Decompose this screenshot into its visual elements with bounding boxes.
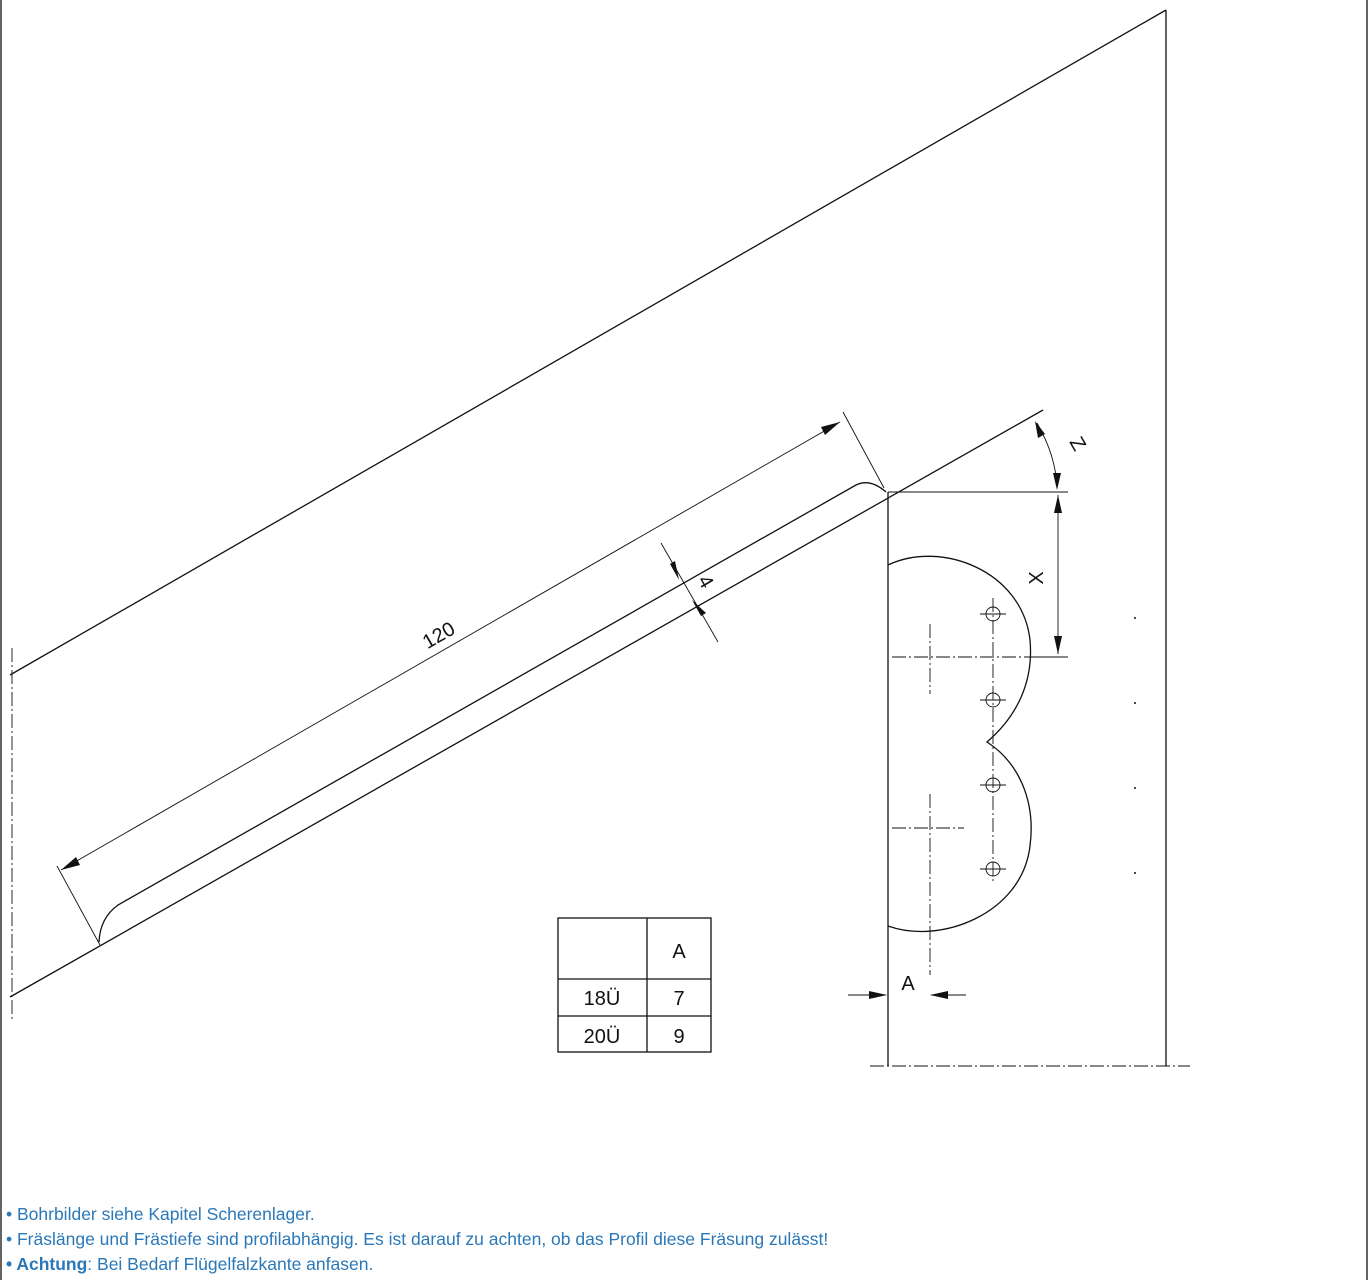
reference-dots (1134, 617, 1136, 874)
center-lines (11, 598, 1190, 1067)
dimension-a-label: A (901, 973, 915, 995)
drill-hole-1 (980, 606, 1006, 622)
milling-slot (98, 482, 887, 943)
drill-hole-3 (980, 777, 1006, 793)
dimension-angle-z-label: Z (1065, 433, 1090, 455)
dimension-depth-label: 4 (693, 572, 718, 593)
sash-outline (9, 9, 1167, 1066)
table-header-a: A (672, 941, 686, 963)
dimension-table: A 18Ü 7 20Ü 9 (557, 917, 712, 1053)
note-item: • Achtung: Bei Bedarf Flügelfalzkante an… (6, 1254, 374, 1274)
drill-hole-4 (980, 861, 1006, 877)
hinge-outline (887, 555, 1032, 933)
dimension-x-label: X (1026, 571, 1048, 584)
drill-holes (980, 606, 1006, 877)
table-row-label: 18Ü (584, 988, 621, 1010)
table-row-label: 20Ü (584, 1026, 621, 1048)
notes-list: • Bohrbilder siehe Kapitel Scherenlager.… (6, 1202, 828, 1277)
dimension-length: 120 (56, 411, 885, 946)
dimension-depth: 4 (660, 542, 719, 643)
drill-hole-2 (980, 692, 1006, 708)
note-emphasis: • Achtung (6, 1254, 88, 1274)
note-item: • Fräslänge und Frästiefe sind profilabh… (6, 1229, 829, 1249)
table-row-value: 7 (673, 988, 684, 1010)
table-row-value: 9 (673, 1026, 684, 1048)
dimension-length-label: 120 (419, 618, 459, 654)
dimension-x: X (888, 491, 1068, 658)
dimension-a: A (848, 973, 966, 999)
dimension-angle-z: Z (1035, 421, 1090, 490)
note-item: • Bohrbilder siehe Kapitel Scherenlager. (6, 1204, 315, 1224)
